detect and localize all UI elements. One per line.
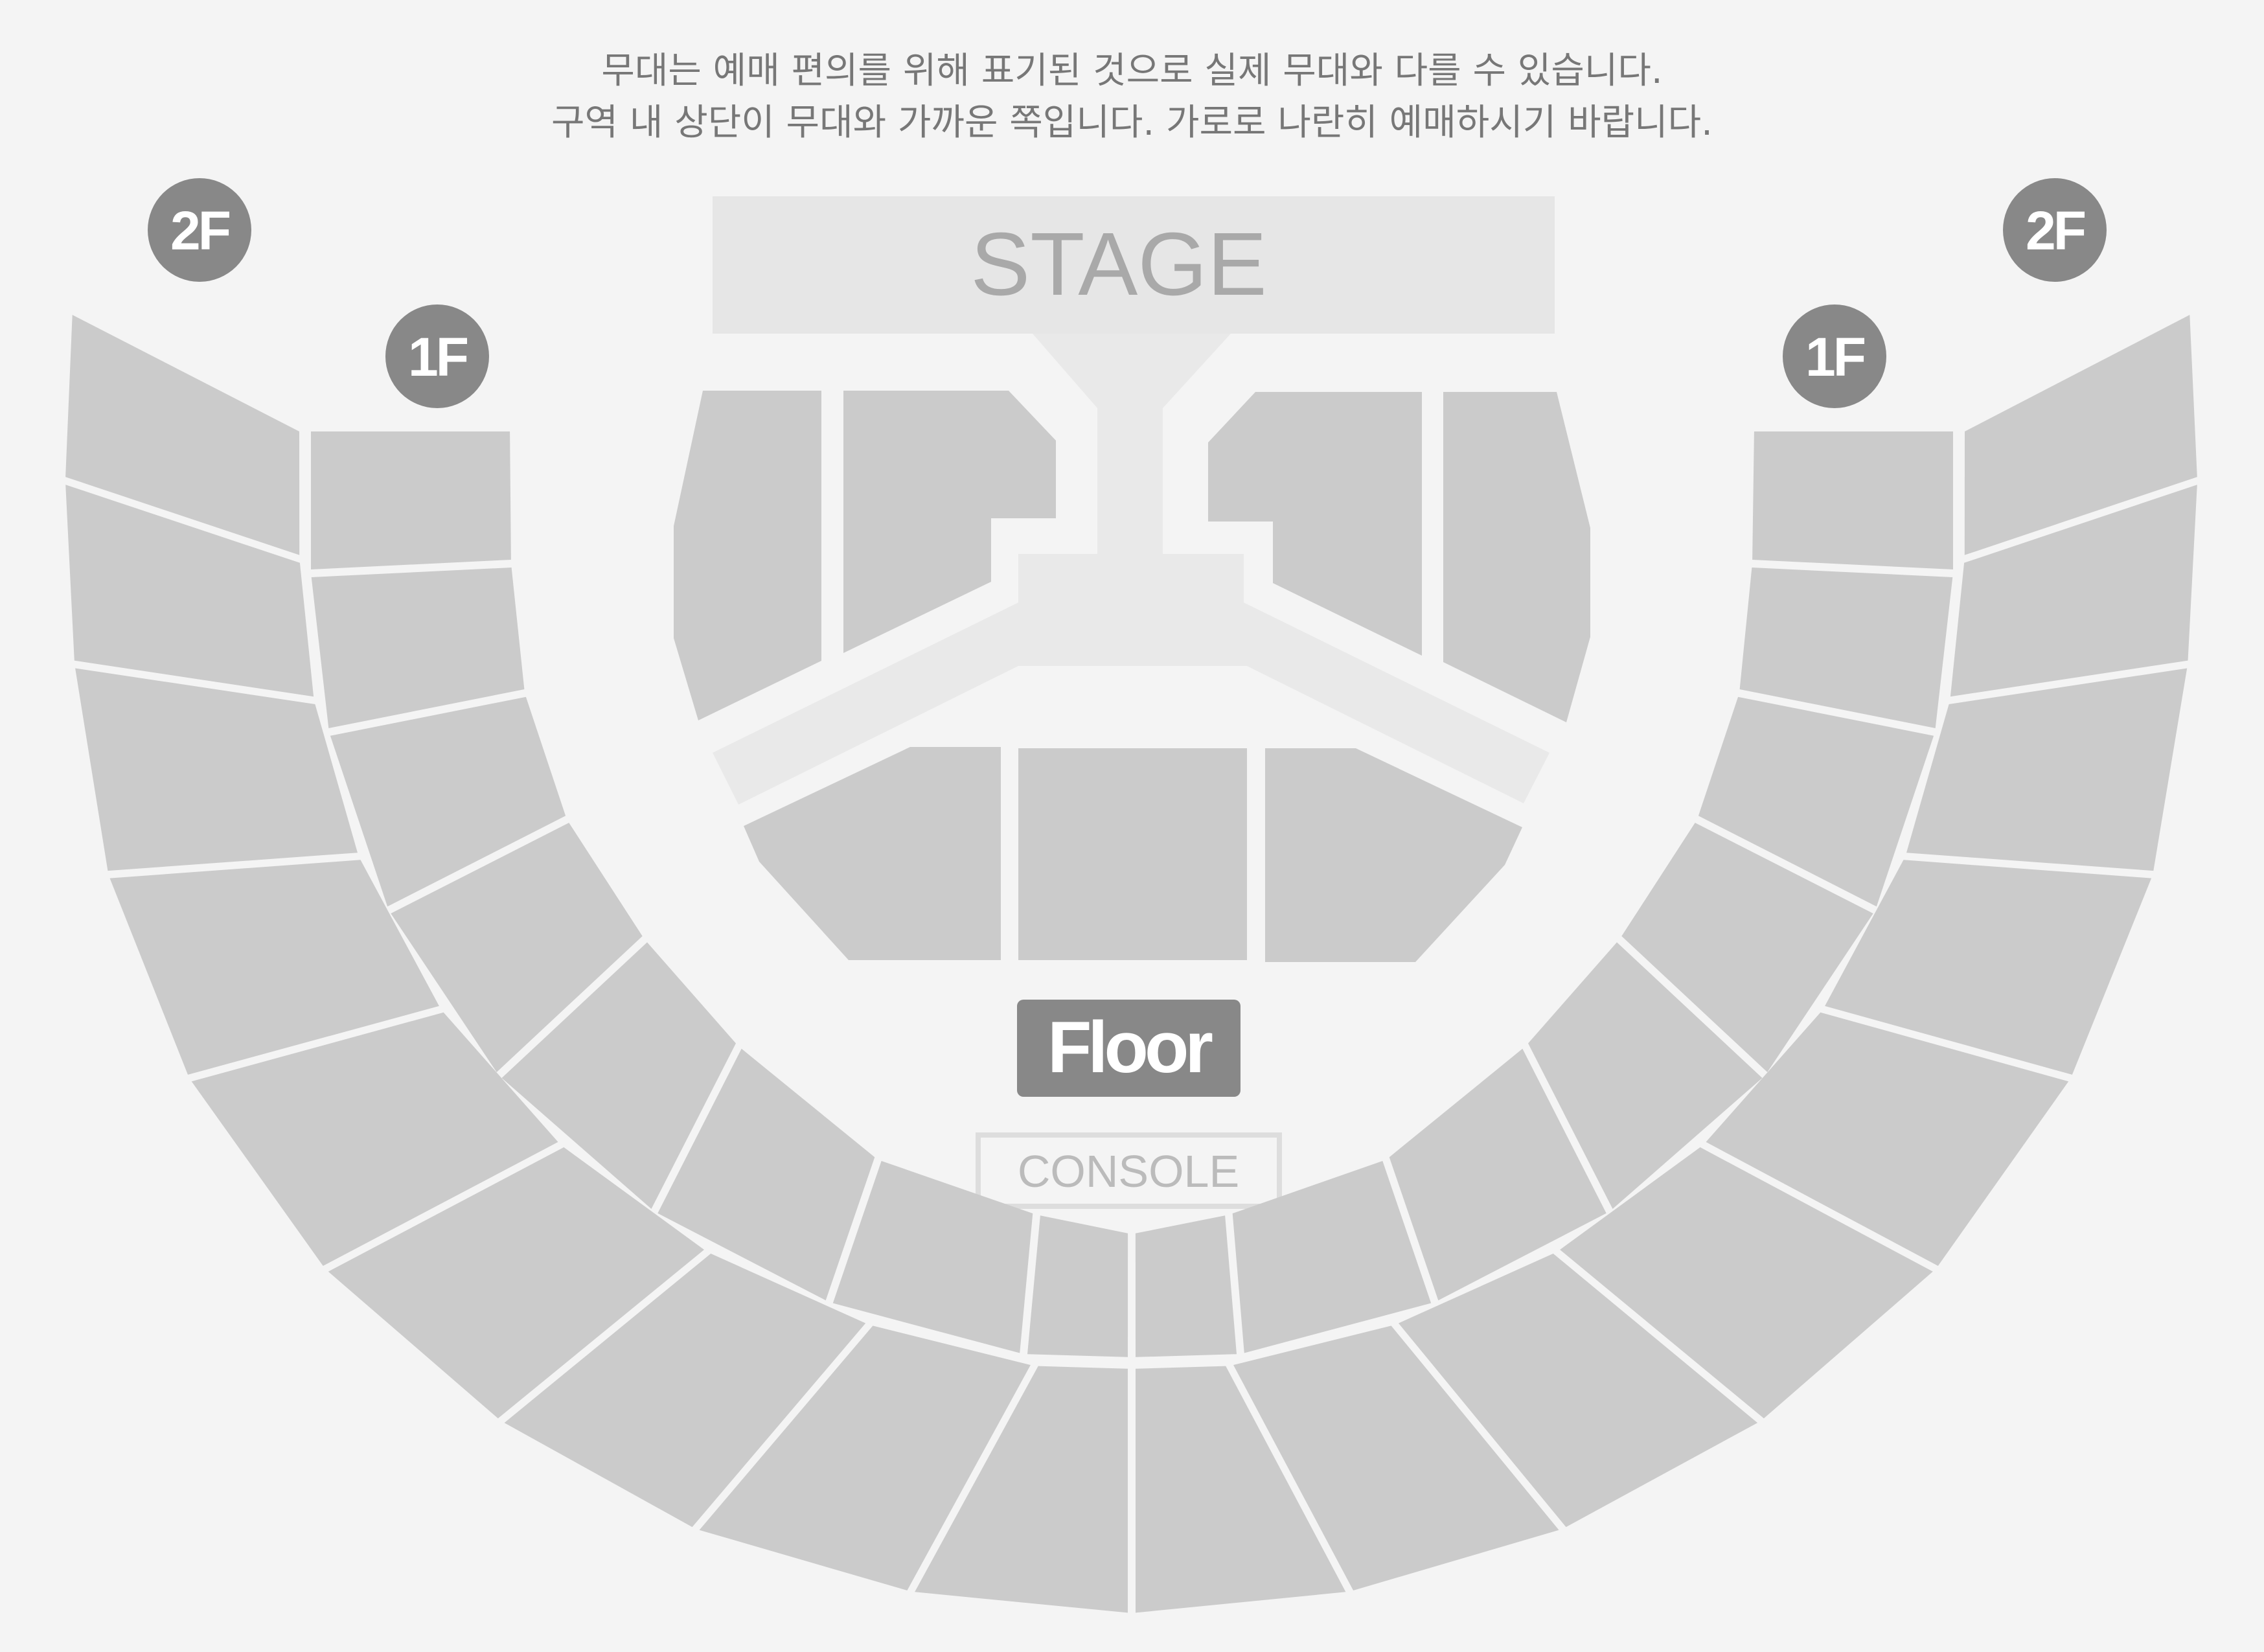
notice-line-1: 무대는 예매 편의를 위해 표기된 것으로 실제 무대와 다를 수 있습니다.	[601, 50, 1663, 92]
stand-2f-section-12[interactable]	[1398, 1254, 1758, 1528]
floor-section-3[interactable]	[1208, 392, 1422, 656]
stand-1f-section-11[interactable]	[1389, 1048, 1607, 1301]
stand-2f	[65, 315, 2197, 1613]
stand-1f-section-6[interactable]	[657, 1048, 875, 1301]
badge-2f-right-circle	[2003, 178, 2107, 282]
stand-1f-section-10[interactable]	[1232, 1161, 1432, 1353]
stand-1f-section-1[interactable]	[311, 431, 511, 569]
stand-1f	[311, 431, 1953, 1357]
console-outline	[976, 1132, 1282, 1209]
stand-1f-section-5[interactable]	[501, 942, 737, 1210]
stand-1f-section-3[interactable]	[330, 696, 566, 907]
stand-1f-section-8[interactable]	[1027, 1215, 1128, 1357]
stand-1f-section-16[interactable]	[1752, 431, 1953, 569]
floor-section-6[interactable]	[1018, 748, 1247, 960]
stand-2f-section-9[interactable]	[915, 1366, 1128, 1613]
stand-2f-section-16[interactable]	[1906, 668, 2188, 871]
badge-1f-left-circle	[385, 304, 489, 408]
stand-2f-section-14[interactable]	[1706, 1012, 2069, 1266]
badge-1f-left: 1F	[385, 304, 489, 408]
stand-2f-section-11[interactable]	[1233, 1325, 1559, 1590]
stand-2f-section-4[interactable]	[109, 860, 439, 1075]
floor-label: Floor	[1047, 1007, 1212, 1088]
console-box: CONSOLE	[976, 1132, 1282, 1209]
stage-label: STAGE	[970, 214, 1267, 314]
stand-2f-section-13[interactable]	[1560, 1147, 1933, 1419]
stand-1f-section-7[interactable]	[832, 1161, 1033, 1353]
floor-label-bg	[1017, 1000, 1241, 1097]
floor-section-7[interactable]	[1265, 748, 1522, 962]
floor-sections	[674, 391, 1590, 962]
console-label: CONSOLE	[1018, 1146, 1239, 1197]
badge-2f-right: 2F	[2003, 178, 2107, 282]
stand-1f-section-4[interactable]	[391, 823, 643, 1072]
floor-section-1[interactable]	[674, 391, 821, 720]
stand-2f-section-7[interactable]	[504, 1254, 866, 1528]
floor-section-4[interactable]	[1443, 392, 1590, 722]
stand-1f-section-13[interactable]	[1621, 823, 1873, 1072]
stage-platform	[713, 196, 1555, 334]
stage-area: STAGE	[713, 196, 1555, 805]
badge-2f-right-label: 2F	[2026, 200, 2085, 261]
badge-2f-left-label: 2F	[170, 200, 230, 261]
badge-1f-right-label: 1F	[1805, 327, 1865, 387]
stand-1f-section-15[interactable]	[1739, 568, 1953, 728]
stand-2f-section-2[interactable]	[65, 485, 314, 697]
stand-2f-section-8[interactable]	[699, 1325, 1031, 1590]
stand-2f-section-15[interactable]	[1825, 860, 2152, 1075]
stand-2f-section-6[interactable]	[328, 1147, 704, 1419]
badge-1f-left-label: 1F	[408, 327, 468, 387]
floor-section-2[interactable]	[843, 391, 1056, 653]
stand-1f-section-12[interactable]	[1528, 942, 1763, 1210]
floor-section-5[interactable]	[744, 747, 1001, 960]
badge-1f-right-circle	[1783, 304, 1886, 408]
stand-2f-section-17[interactable]	[1950, 485, 2197, 697]
stand-1f-section-9[interactable]	[1135, 1215, 1237, 1357]
stand-2f-section-5[interactable]	[191, 1012, 558, 1266]
stage-runway	[713, 334, 1549, 805]
stand-1f-section-2[interactable]	[311, 568, 525, 728]
badge-2f-left-circle	[148, 178, 251, 282]
badge-2f-left: 2F	[148, 178, 251, 282]
stand-2f-section-10[interactable]	[1136, 1366, 1346, 1613]
badge-1f-right: 1F	[1783, 304, 1886, 408]
floor-label-box: Floor	[1017, 1000, 1241, 1097]
notice-line-2: 구역 내 상단이 무대와 가까운 쪽입니다. 가로로 나란히 예매하시기 바랍니…	[551, 102, 1713, 144]
stand-2f-section-18[interactable]	[1964, 315, 2197, 555]
stand-2f-section-1[interactable]	[65, 315, 300, 555]
stand-1f-section-14[interactable]	[1698, 696, 1934, 907]
stand-2f-section-3[interactable]	[75, 668, 358, 871]
